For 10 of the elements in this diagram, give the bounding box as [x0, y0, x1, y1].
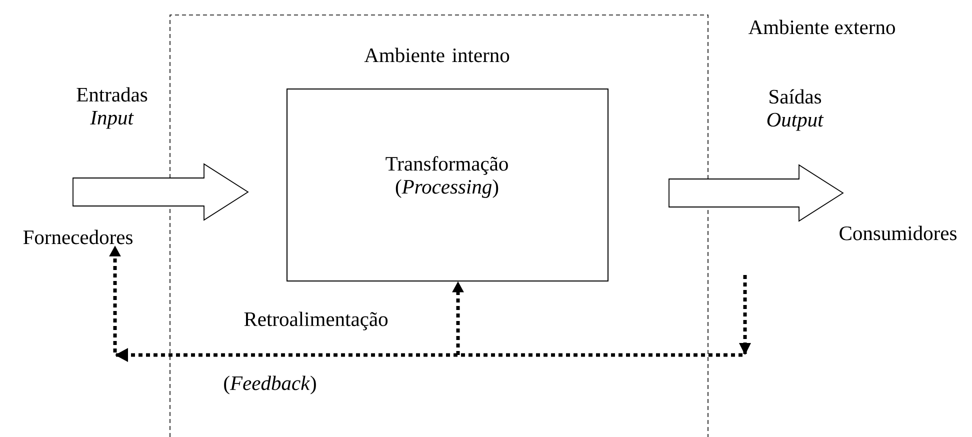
edge-label: Saídas Output [767, 89, 824, 131]
edge-label: Entradas Input [76, 87, 148, 129]
text-label: (Feedback) [224, 376, 316, 394]
text-label: Retroalimentação [244, 312, 388, 330]
destination-label: Consumidores [840, 226, 956, 240]
source-label: Fornecedores [23, 230, 132, 244]
text-label: Ambiente externo [748, 20, 895, 34]
block-arrow [72, 163, 249, 221]
process-box: Transformação (Processing) [286, 88, 608, 282]
block-arrow [668, 164, 844, 222]
